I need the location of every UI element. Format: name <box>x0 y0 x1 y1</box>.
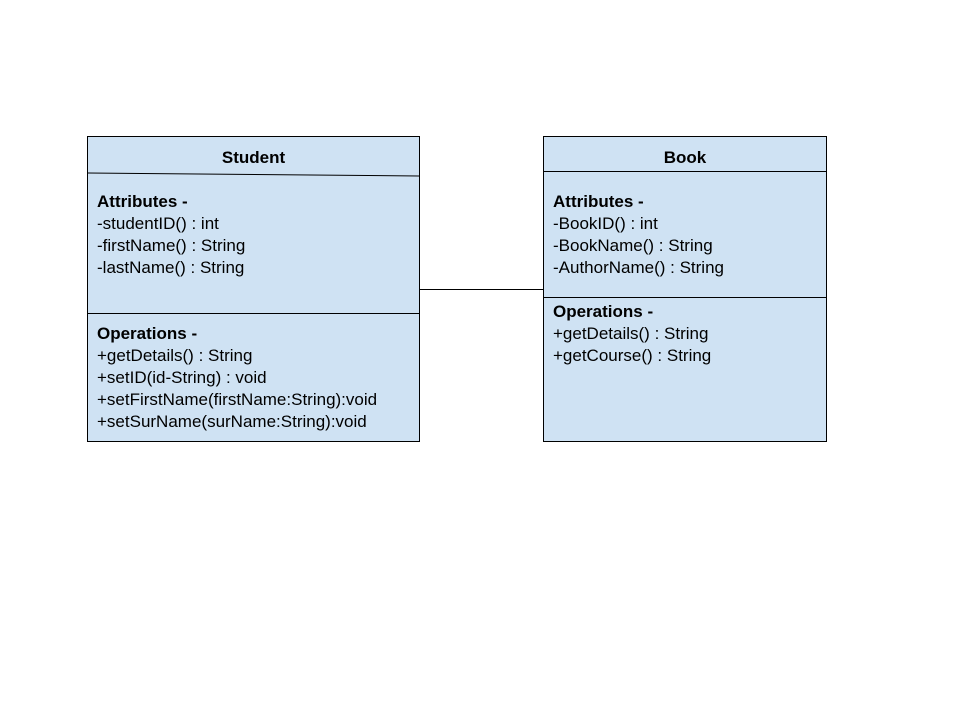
student-attribute: -firstName() : String <box>97 236 246 255</box>
student-class-box[interactable]: Student Attributes - -studentID() : int … <box>87 136 420 442</box>
student-operation: +setSurName(surName:String):void <box>97 412 367 431</box>
book-operation: +getCourse() : String <box>553 346 712 365</box>
student-attribute: -lastName() : String <box>97 258 245 277</box>
student-operation: +getDetails() : String <box>97 346 253 365</box>
book-operations-divider <box>544 297 826 298</box>
book-operations-section: Operations - +getDetails() : String +get… <box>553 301 822 367</box>
book-attributes-section: Attributes - -BookID() : int -BookName()… <box>553 191 822 279</box>
student-operation: +setFirstName(firstName:String):void <box>97 390 378 409</box>
student-attributes-title: Attributes - <box>97 192 188 211</box>
student-attribute: -studentID() : int <box>97 214 219 233</box>
book-attributes-title: Attributes - <box>553 192 644 211</box>
book-class-box[interactable]: Book Attributes - -BookID() : int -BookN… <box>543 136 827 442</box>
book-class-name: Book <box>663 148 707 167</box>
book-attribute: -BookName() : String <box>553 236 713 255</box>
book-attribute: -AuthorName() : String <box>553 258 724 277</box>
book-operations-title: Operations - <box>553 302 654 321</box>
book-name-divider <box>544 171 826 172</box>
student-class-name: Student <box>221 148 286 167</box>
book-attribute: -BookID() : int <box>553 214 658 233</box>
student-operations-section: Operations - +getDetails() : String +set… <box>97 323 415 433</box>
student-operations-title: Operations - <box>97 324 198 343</box>
student-attributes-section: Attributes - -studentID() : int -firstNa… <box>97 191 415 279</box>
student-operation: +setID(id-String) : void <box>97 368 267 387</box>
book-operation: +getDetails() : String <box>553 324 709 343</box>
student-operations-divider <box>88 313 419 314</box>
